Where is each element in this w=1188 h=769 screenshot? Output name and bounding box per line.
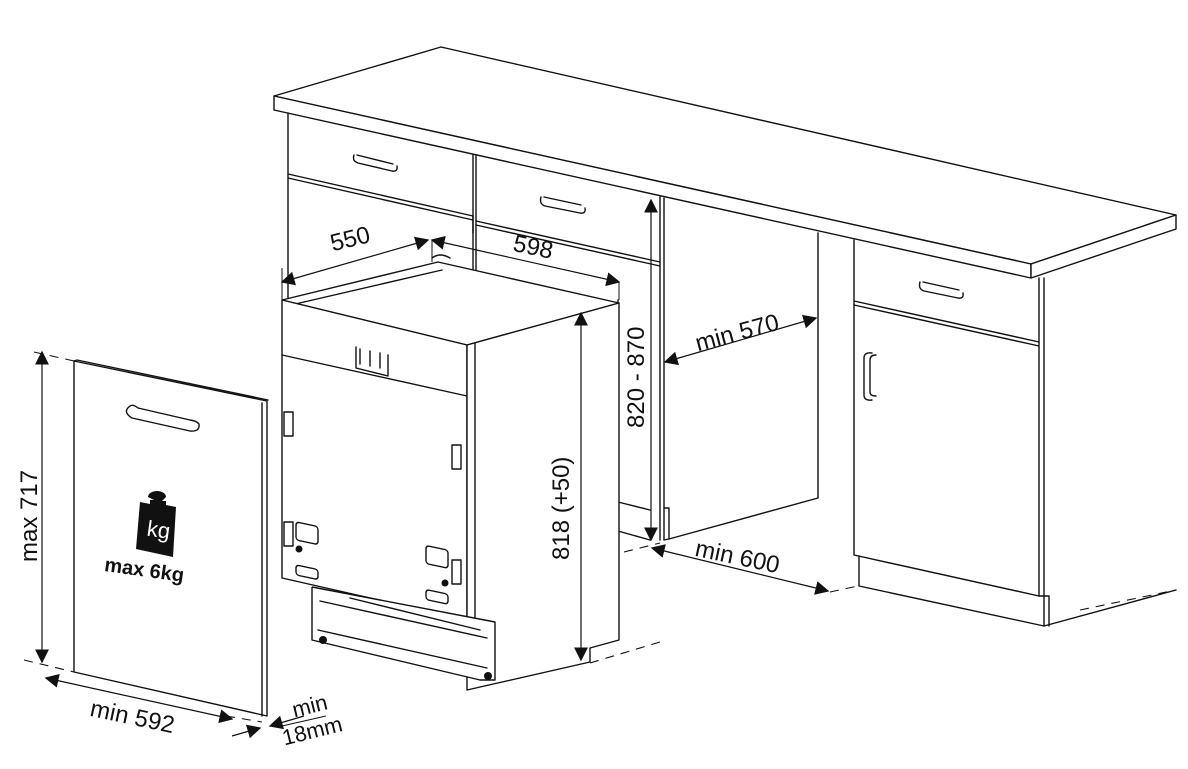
door-panel-handle-icon: [125, 404, 200, 432]
dim-appliance-height-label: 818 (+50): [548, 456, 575, 560]
weight-kg-icon: kg: [136, 491, 176, 557]
drawer-handle-icon: [539, 196, 586, 214]
dim-niche-height-label: 820 - 870: [623, 326, 650, 428]
dimension-lines: [35, 198, 830, 739]
drawer-handle-icon: [918, 281, 964, 299]
drawer-handle-icon: [352, 154, 398, 172]
worktop: [273, 46, 1177, 279]
weight-icon-label: kg: [145, 516, 172, 544]
right-base-cabinet: [853, 239, 1177, 627]
door-handle-icon: [863, 352, 873, 401]
dim-panel-height-label: max 717: [16, 469, 43, 562]
decor-door-panel: kg: [73, 359, 269, 717]
